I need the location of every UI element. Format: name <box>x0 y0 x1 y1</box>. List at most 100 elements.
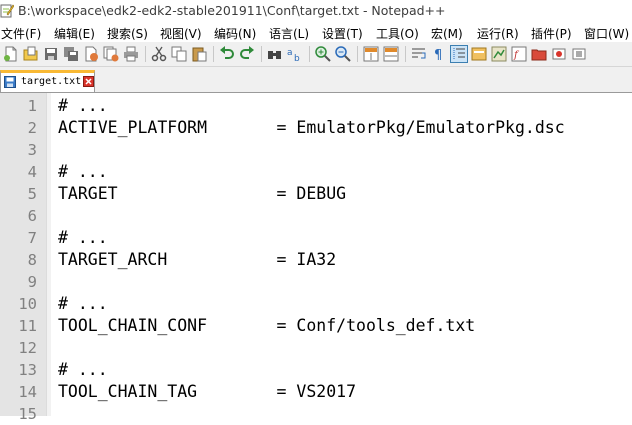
fold-margin <box>46 93 51 416</box>
line-text[interactable]: # ... <box>58 228 108 247</box>
line-number-gutter <box>0 93 46 416</box>
line-number: 13 <box>18 361 37 379</box>
code-line[interactable]: 11 TOOL_CHAIN_CONF = Conf/tools_def.txt <box>0 315 632 337</box>
close-icon[interactable] <box>83 46 99 62</box>
menu-search[interactable]: 搜索(S) <box>107 27 148 41</box>
svg-text:¶: ¶ <box>434 48 442 62</box>
toolbar-separator <box>309 46 310 62</box>
save-icon[interactable] <box>43 46 59 62</box>
line-number: 1 <box>27 97 37 115</box>
line-text[interactable]: TARGET = DEBUG <box>58 184 347 203</box>
code-line[interactable]: 10 # ... <box>0 293 632 315</box>
line-number: 2 <box>27 119 37 137</box>
function-list-icon[interactable]: f <box>511 46 527 62</box>
menu-file[interactable]: 文件(F) <box>1 27 42 41</box>
code-line[interactable]: 8 TARGET_ARCH = IA32 <box>0 249 632 271</box>
title-bar: B:\workspace\edk2-edk2-stable201911\Conf… <box>0 0 632 22</box>
line-text[interactable]: # ... <box>58 96 108 115</box>
line-number: 6 <box>27 207 37 225</box>
svg-text:f: f <box>513 50 520 61</box>
menu-encoding[interactable]: 编码(N) <box>214 27 257 41</box>
line-number: 11 <box>18 317 37 335</box>
line-text[interactable]: ACTIVE_PLATFORM = EmulatorPkg/EmulatorPk… <box>58 118 565 137</box>
code-line[interactable]: 4 # ... <box>0 161 632 183</box>
close-all-icon[interactable] <box>103 46 119 62</box>
saved-file-icon <box>4 76 16 88</box>
tab-label: target.txt <box>21 76 82 87</box>
line-text[interactable]: # ... <box>58 162 108 181</box>
editor-area[interactable]: 1 # ... 2 ACTIVE_PLATFORM = EmulatorPkg/Emu… <box>0 93 632 423</box>
menu-tools[interactable]: 工具(O) <box>376 27 419 41</box>
folder-as-workspace-icon[interactable] <box>531 46 547 62</box>
menu-window[interactable]: 窗口(W) <box>584 27 630 41</box>
sync-vertical-icon[interactable] <box>363 46 379 62</box>
code-line[interactable]: 3 <box>0 139 632 161</box>
menu-plugins[interactable]: 插件(P) <box>531 27 572 41</box>
line-number: 12 <box>18 339 37 357</box>
cut-icon[interactable] <box>151 46 167 62</box>
svg-text:b: b <box>294 54 300 62</box>
word-wrap-icon[interactable] <box>411 46 427 62</box>
udl-icon[interactable] <box>471 46 487 62</box>
indent-guide-icon[interactable] <box>450 45 468 63</box>
line-number: 7 <box>27 229 37 247</box>
line-text[interactable]: # ... <box>58 360 108 379</box>
doc-map-icon[interactable] <box>491 46 507 62</box>
undo-icon[interactable] <box>219 46 235 62</box>
menu-settings[interactable]: 设置(T) <box>322 27 363 41</box>
close-tab-icon[interactable] <box>83 76 94 87</box>
open-file-icon[interactable] <box>23 46 39 62</box>
line-text[interactable]: TARGET_ARCH = IA32 <box>58 250 337 269</box>
stop-macro-icon[interactable] <box>571 46 587 62</box>
code-line[interactable]: 6 <box>0 205 632 227</box>
line-number: 15 <box>18 405 37 423</box>
code-line[interactable]: 13 # ... <box>0 359 632 381</box>
code-line[interactable]: 9 <box>0 271 632 293</box>
line-number: 5 <box>27 185 37 203</box>
code-line[interactable]: 12 <box>0 337 632 359</box>
line-number: 9 <box>27 273 37 291</box>
code-line[interactable]: 7 # ... <box>0 227 632 249</box>
new-file-icon[interactable] <box>3 46 19 62</box>
menu-bar: 文件(F) 编辑(E) 搜索(S) 视图(V) 编码(N) 语言(L) 设置(T… <box>0 22 632 42</box>
sync-horizontal-icon[interactable] <box>383 46 399 62</box>
line-number: 10 <box>18 295 37 313</box>
print-icon[interactable] <box>123 46 139 62</box>
toolbar-separator <box>145 46 146 62</box>
save-all-icon[interactable] <box>63 46 79 62</box>
menu-edit[interactable]: 编辑(E) <box>54 27 95 41</box>
line-text[interactable]: TOOL_CHAIN_CONF = Conf/tools_def.txt <box>58 316 476 335</box>
code-line[interactable]: 15 <box>0 403 632 425</box>
replace-icon[interactable]: ab <box>287 46 303 62</box>
record-macro-icon[interactable] <box>551 46 567 62</box>
menu-language[interactable]: 语言(L) <box>269 27 310 41</box>
find-icon[interactable] <box>267 46 283 62</box>
zoom-in-icon[interactable] <box>315 46 331 62</box>
code-line[interactable]: 5 TARGET = DEBUG <box>0 183 632 205</box>
code-line[interactable]: 1 # ... <box>0 95 632 117</box>
zoom-out-icon[interactable] <box>335 46 351 62</box>
paste-icon[interactable] <box>191 46 207 62</box>
tab-target-txt[interactable]: target.txt <box>0 70 95 92</box>
code-line[interactable]: 2 ACTIVE_PLATFORM = EmulatorPkg/EmulatorP… <box>0 117 632 139</box>
menu-run[interactable]: 运行(R) <box>477 27 519 41</box>
line-text[interactable]: TOOL_CHAIN_TAG = VS2017 <box>58 382 357 401</box>
copy-icon[interactable] <box>171 46 187 62</box>
redo-icon[interactable] <box>239 46 255 62</box>
toolbar-separator <box>261 46 262 62</box>
menu-view[interactable]: 视图(V) <box>160 27 202 41</box>
line-text[interactable]: # ... <box>58 294 108 313</box>
menu-macro[interactable]: 宏(M) <box>431 27 463 41</box>
notepadpp-icon <box>0 4 14 18</box>
line-number: 3 <box>27 141 37 159</box>
line-number: 14 <box>18 383 37 401</box>
window-title: B:\workspace\edk2-edk2-stable201911\Conf… <box>18 3 446 18</box>
code-line[interactable]: 14 TOOL_CHAIN_TAG = VS2017 <box>0 381 632 403</box>
line-number: 8 <box>27 251 37 269</box>
show-all-chars-icon[interactable]: ¶ <box>431 46 447 62</box>
toolbar-separator <box>357 46 358 62</box>
toolbar-separator <box>405 46 406 62</box>
tab-bar: target.txt <box>0 67 632 93</box>
line-number: 4 <box>27 163 37 181</box>
